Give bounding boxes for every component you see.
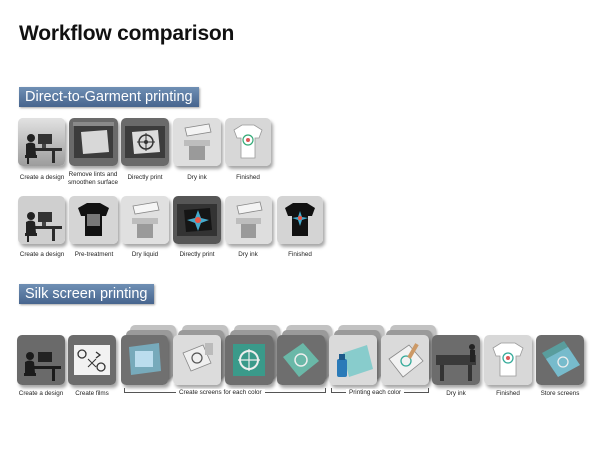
step-label: Pre-treatment: [74, 251, 114, 258]
heat-press-icon: [173, 118, 221, 166]
tshirt-icon: [484, 335, 532, 385]
screen-frame-icon: [277, 335, 325, 385]
tshirt-icon: [69, 196, 118, 244]
step-label: Dry ink: [446, 390, 466, 397]
films-icon: [68, 335, 116, 385]
step-label: Dry ink: [187, 174, 207, 181]
designer-icon: [18, 118, 65, 166]
step-label: Directly print: [179, 251, 215, 258]
section-header-silk: Silk screen printing: [19, 284, 154, 304]
step-label: Finished: [496, 390, 520, 397]
step-label: Finished: [236, 174, 260, 181]
printer-platen-icon: [69, 118, 118, 166]
step-label: Create films: [75, 390, 109, 397]
designer-icon: [18, 196, 65, 244]
page-title: Workflow comparison: [19, 22, 235, 45]
screen-frame-icon: [121, 335, 168, 385]
step-label: Dry ink: [238, 251, 258, 258]
screen-frame-icon: [536, 335, 584, 385]
tshirt-icon: [277, 196, 323, 244]
step-label: Finished: [288, 251, 312, 258]
tshirt-icon: [225, 118, 271, 166]
step-label: Create a design: [19, 174, 65, 181]
step-label: Create a design: [18, 390, 64, 397]
heat-press-icon: [225, 196, 272, 244]
ink-bottle-icon: [329, 335, 377, 385]
heat-press-icon: [121, 196, 169, 244]
screen-frame-icon: [225, 335, 273, 385]
screen-frame-icon: [173, 335, 221, 385]
screen-frame-icon: [381, 335, 429, 385]
dryer-icon: [432, 335, 480, 385]
group-label: Printing each color: [346, 389, 405, 396]
step-label: Directly print: [127, 174, 163, 181]
section-header-dtg: Direct-to-Garment printing: [19, 87, 199, 107]
step-label: Remove lints and smoothen surface: [67, 171, 119, 186]
designer-icon: [17, 335, 65, 385]
step-label: Store screens: [540, 390, 580, 397]
printer-platen-icon: [173, 196, 221, 244]
group-label: Create screens for each color: [176, 389, 265, 396]
printer-platen-icon: [121, 118, 169, 166]
step-label: Create a design: [19, 251, 65, 258]
step-label: Dry liquid: [131, 251, 159, 258]
